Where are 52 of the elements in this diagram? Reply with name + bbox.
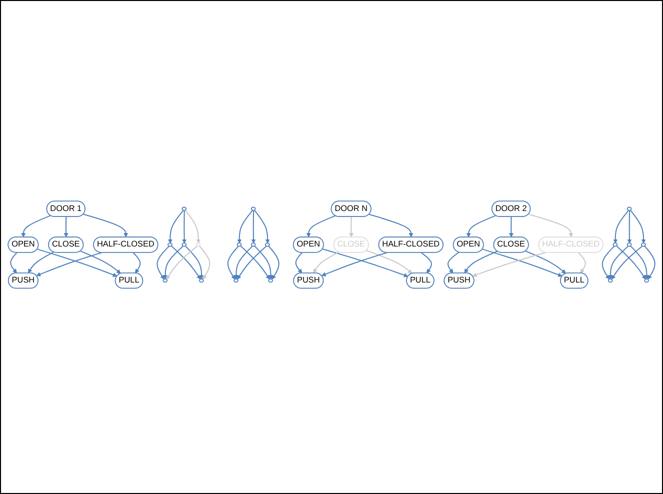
arrow <box>234 246 253 280</box>
arrow <box>21 214 51 238</box>
arrow <box>163 246 184 280</box>
arrow <box>166 246 198 280</box>
arrow <box>525 250 566 274</box>
arrow <box>185 210 201 244</box>
arrow <box>630 210 646 244</box>
arrow <box>616 246 646 280</box>
arrow <box>168 210 184 244</box>
arrow <box>83 214 128 238</box>
arrow <box>366 250 412 274</box>
arrow <box>132 252 141 274</box>
arrow <box>420 252 432 274</box>
arrow <box>28 251 54 274</box>
arrow <box>313 251 340 274</box>
arrow <box>254 246 274 280</box>
arrow <box>627 210 632 244</box>
arrow <box>602 246 615 280</box>
arrow <box>482 248 562 277</box>
arrow <box>36 252 102 276</box>
arrow <box>472 252 546 277</box>
arrow <box>295 252 302 274</box>
arrow <box>227 246 239 280</box>
arrow <box>464 250 498 274</box>
arrow <box>448 252 460 274</box>
arrow <box>349 216 354 238</box>
arrow <box>306 215 336 238</box>
arrow <box>578 252 586 274</box>
arrow <box>37 248 118 277</box>
arrow <box>182 210 187 244</box>
arrow <box>80 250 121 274</box>
arrow <box>321 252 388 276</box>
arrow <box>185 246 204 280</box>
arrow <box>199 246 210 280</box>
arrow <box>611 246 643 280</box>
arrow <box>630 246 650 280</box>
arrow <box>613 210 629 244</box>
arrow <box>237 210 253 244</box>
arrow <box>466 214 496 238</box>
arrow <box>644 246 656 280</box>
arrow <box>10 252 18 274</box>
arrow <box>508 216 514 238</box>
arrow <box>156 246 170 280</box>
arrow <box>368 214 414 238</box>
arrow <box>322 248 408 278</box>
arrow <box>528 214 574 238</box>
arrow <box>171 246 201 280</box>
arrow <box>251 210 256 244</box>
arrow <box>64 216 68 238</box>
arrow <box>608 246 629 280</box>
arrow <box>254 210 270 244</box>
arrow <box>268 246 280 280</box>
